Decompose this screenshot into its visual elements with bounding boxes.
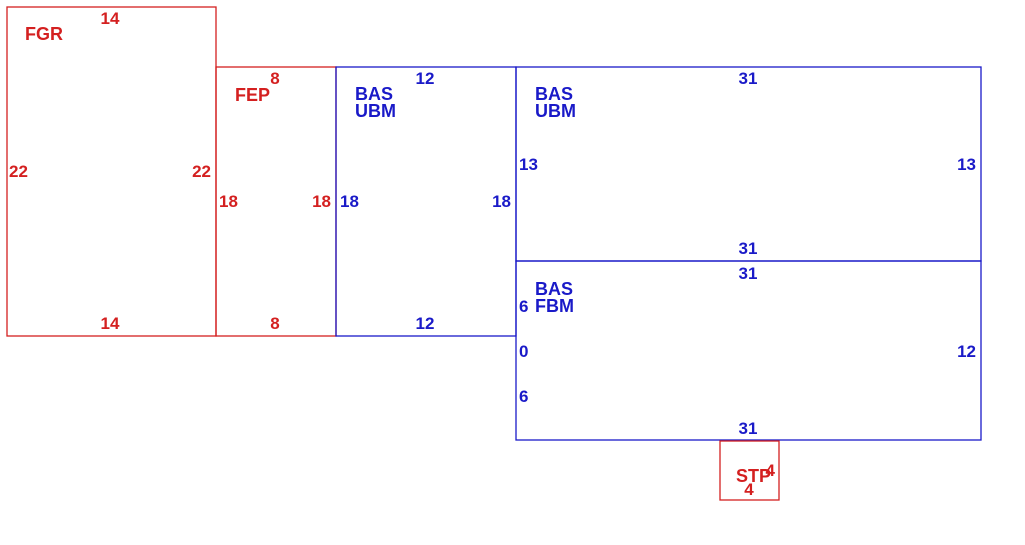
area-stp-outline [719, 440, 780, 501]
area-fep-dim-top: 8 [270, 69, 279, 88]
area-stp-dim-bottom: 4 [744, 480, 754, 499]
area-bas-fbm-dim-left-mid: 0 [519, 342, 528, 361]
area-bas-ubm-2-outline [515, 66, 982, 262]
area-bas-fbm-outline [515, 260, 982, 441]
area-bas-fbm-dim-left-upper: 6 [519, 297, 528, 316]
area-bas-ubm-2-dim-right: 13 [957, 155, 976, 174]
area-bas-ubm-1-label-line2: UBM [355, 101, 396, 121]
area-fgr-label: FGR [25, 24, 63, 44]
area-bas-ubm-1[interactable]: BAS UBM 12 12 18 18 [335, 66, 517, 337]
area-bas-ubm-2[interactable]: BAS UBM 31 31 13 13 [515, 66, 982, 262]
area-fgr[interactable]: FGR 14 14 22 22 [6, 6, 217, 337]
area-bas-fbm-dim-top: 31 [739, 264, 758, 283]
area-fep-label: FEP [235, 85, 270, 105]
area-fep-dim-right: 18 [312, 192, 331, 211]
area-bas-fbm-dim-right: 12 [957, 342, 976, 361]
area-bas-ubm-2-label-line2: UBM [535, 101, 576, 121]
area-bas-ubm-2-dim-top: 31 [739, 69, 758, 88]
area-fep-dim-left: 18 [219, 192, 238, 211]
area-bas-ubm-1-dim-left: 18 [340, 192, 359, 211]
area-stp-label: STP [736, 466, 771, 486]
area-fep-dim-bottom: 8 [270, 314, 279, 333]
area-fgr-dim-bottom: 14 [101, 314, 120, 333]
area-bas-ubm-2-dim-left: 13 [519, 155, 538, 174]
area-fgr-dim-top: 14 [101, 9, 120, 28]
area-bas-fbm-dim-bottom: 31 [739, 419, 758, 438]
area-bas-ubm-1-dim-right: 18 [492, 192, 511, 211]
area-bas-fbm-label-line2: FBM [535, 296, 574, 316]
area-fgr-outline [6, 6, 217, 337]
area-fep[interactable]: FEP 8 8 18 18 [215, 66, 337, 337]
area-bas-fbm-dim-left-lower: 6 [519, 387, 528, 406]
area-stp[interactable]: STP 4 4 [719, 440, 780, 501]
area-bas-fbm-label-line1: BAS [535, 279, 573, 299]
area-fgr-dim-left: 22 [9, 162, 28, 181]
area-fgr-dim-right: 22 [192, 162, 211, 181]
area-bas-ubm-2-dim-bottom: 31 [739, 239, 758, 258]
area-bas-ubm-1-dim-top: 12 [416, 69, 435, 88]
area-stp-dim-right: 4 [766, 461, 776, 480]
area-bas-fbm[interactable]: BAS FBM 31 31 6 0 6 12 [515, 260, 982, 441]
area-bas-ubm-1-dim-bottom: 12 [416, 314, 435, 333]
area-bas-ubm-2-label-line1: BAS [535, 84, 573, 104]
area-bas-ubm-1-label-line1: BAS [355, 84, 393, 104]
